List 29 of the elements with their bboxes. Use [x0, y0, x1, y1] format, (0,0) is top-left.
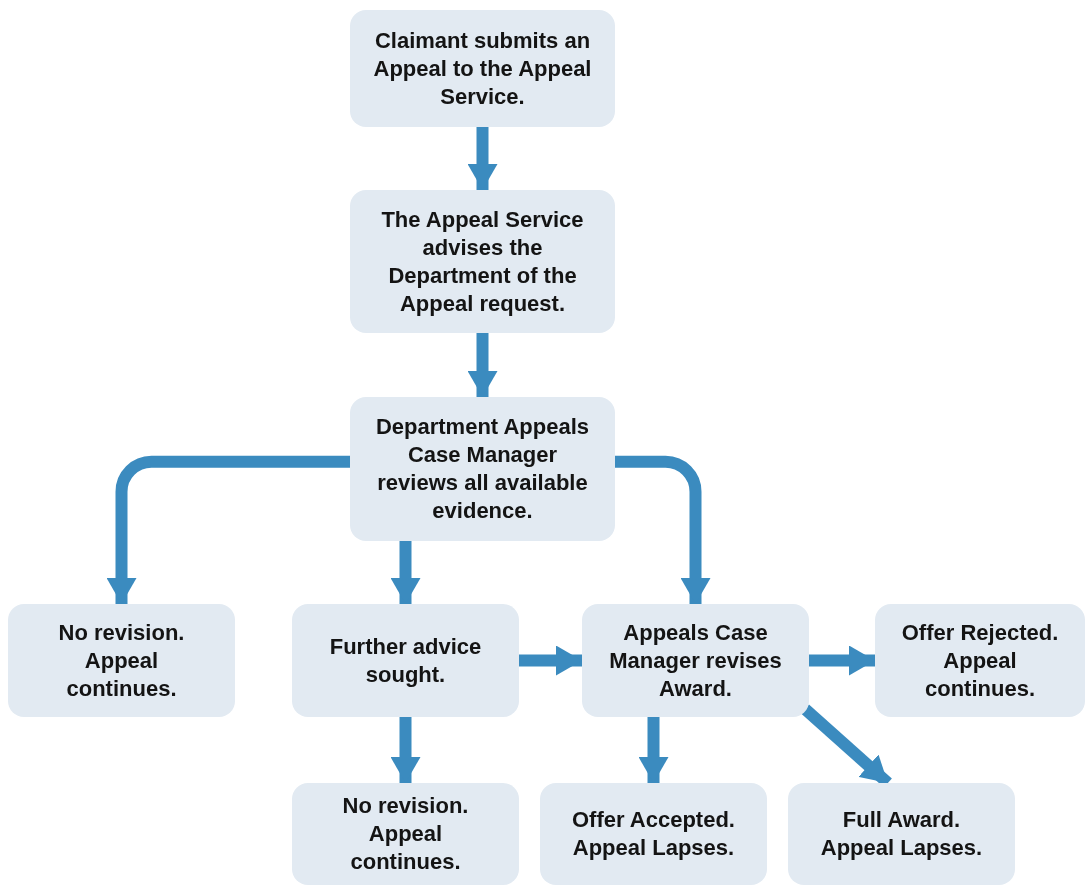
step-text: Further advice sought.: [328, 632, 483, 689]
step-text: Claimant submits an Appeal to the Appeal Service.: [372, 26, 593, 111]
process-box: [582, 604, 809, 717]
step-text: Offer Rejected. Appeal continues.: [900, 618, 1060, 703]
arrow: [390, 541, 421, 604]
process-box: [8, 604, 235, 717]
arrow: [809, 645, 875, 676]
arrow: [467, 127, 498, 190]
step-text: No revision. Appeal continues.: [57, 618, 186, 703]
process-box: [875, 604, 1085, 717]
step-text: Full Award. Appeal Lapses.: [819, 806, 984, 862]
step-text: No revision. Appeal continues.: [341, 792, 470, 876]
arrow: [390, 717, 421, 783]
step-text: The Appeal Service advises the Department of the Appeal request.: [380, 205, 585, 318]
step-text: Department Appeals Case Manager reviews all available evidence.: [374, 413, 591, 525]
process-box: [540, 783, 767, 885]
process-box: [350, 190, 615, 333]
process-box: [292, 604, 519, 717]
arrow: [467, 333, 498, 397]
process-box: [350, 397, 615, 541]
step-text: Offer Accepted. Appeal Lapses.: [571, 806, 736, 862]
process-box: [788, 783, 1015, 885]
arrow: [519, 645, 582, 676]
arrow: [615, 455, 711, 604]
process-box: [292, 783, 519, 885]
arrow: [106, 455, 350, 604]
arrow: [638, 717, 669, 783]
process-box: [350, 10, 615, 127]
step-text: Appeals Case Manager revises Award.: [608, 618, 783, 703]
